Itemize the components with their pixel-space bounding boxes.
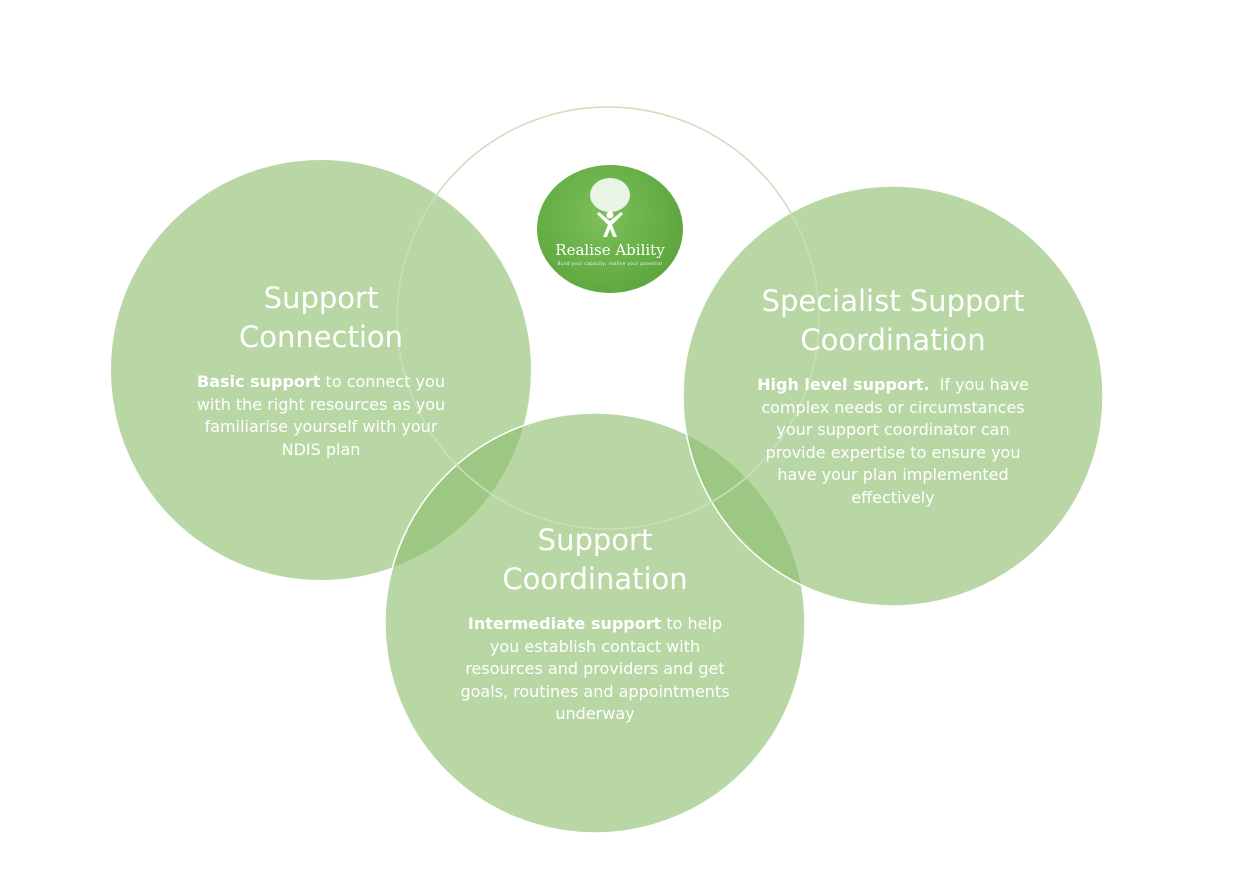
description: Intermediate support to help you establi… (460, 614, 730, 723)
tree-person-icon (590, 178, 630, 237)
description: Basic support to connect you with the ri… (196, 372, 446, 459)
description: High level support. If you have complex … (757, 375, 1034, 507)
logo-tagline: Build your capacity, realise your potent… (557, 261, 663, 266)
circle-specialist-support (682, 185, 1104, 607)
circle-outline-center (396, 106, 820, 530)
circle-support-connection (111, 160, 531, 580)
realise-ability-logo: Realise Ability Build your capacity, rea… (537, 165, 683, 293)
circle-support-coordination (384, 412, 806, 834)
logo-name: Realise Ability (555, 241, 665, 259)
